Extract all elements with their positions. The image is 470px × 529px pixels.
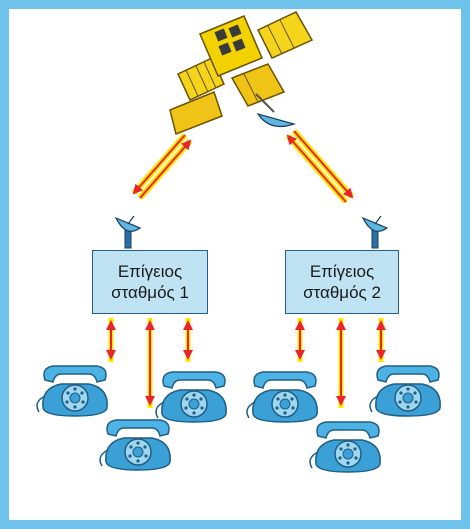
telephone-icon	[369, 365, 441, 417]
station-1-line-2: σταθμός 1	[111, 283, 189, 302]
satellite-link-2	[285, 129, 355, 204]
telephone-icon	[36, 365, 108, 417]
satellite-icon	[169, 11, 314, 136]
telephone-icon	[99, 419, 171, 471]
phone-links-2	[295, 318, 386, 408]
station-2-line-1: Επίγειος	[309, 262, 375, 281]
phone-links-1	[106, 318, 193, 408]
telephone-icon	[155, 371, 227, 423]
station-2-line-2: σταθμός 2	[303, 283, 381, 302]
ground-station-2: Επίγειος σταθμός 2	[285, 250, 399, 314]
ground-station-1: Επίγειος σταθμός 1	[92, 250, 208, 314]
station-1-line-1: Επίγειος	[117, 262, 183, 281]
satellite-link-1	[131, 133, 193, 200]
dish-antenna-icon	[115, 215, 141, 249]
telephone-icon	[309, 421, 381, 473]
dish-antenna-icon	[362, 215, 388, 249]
telephone-icon	[246, 371, 318, 423]
